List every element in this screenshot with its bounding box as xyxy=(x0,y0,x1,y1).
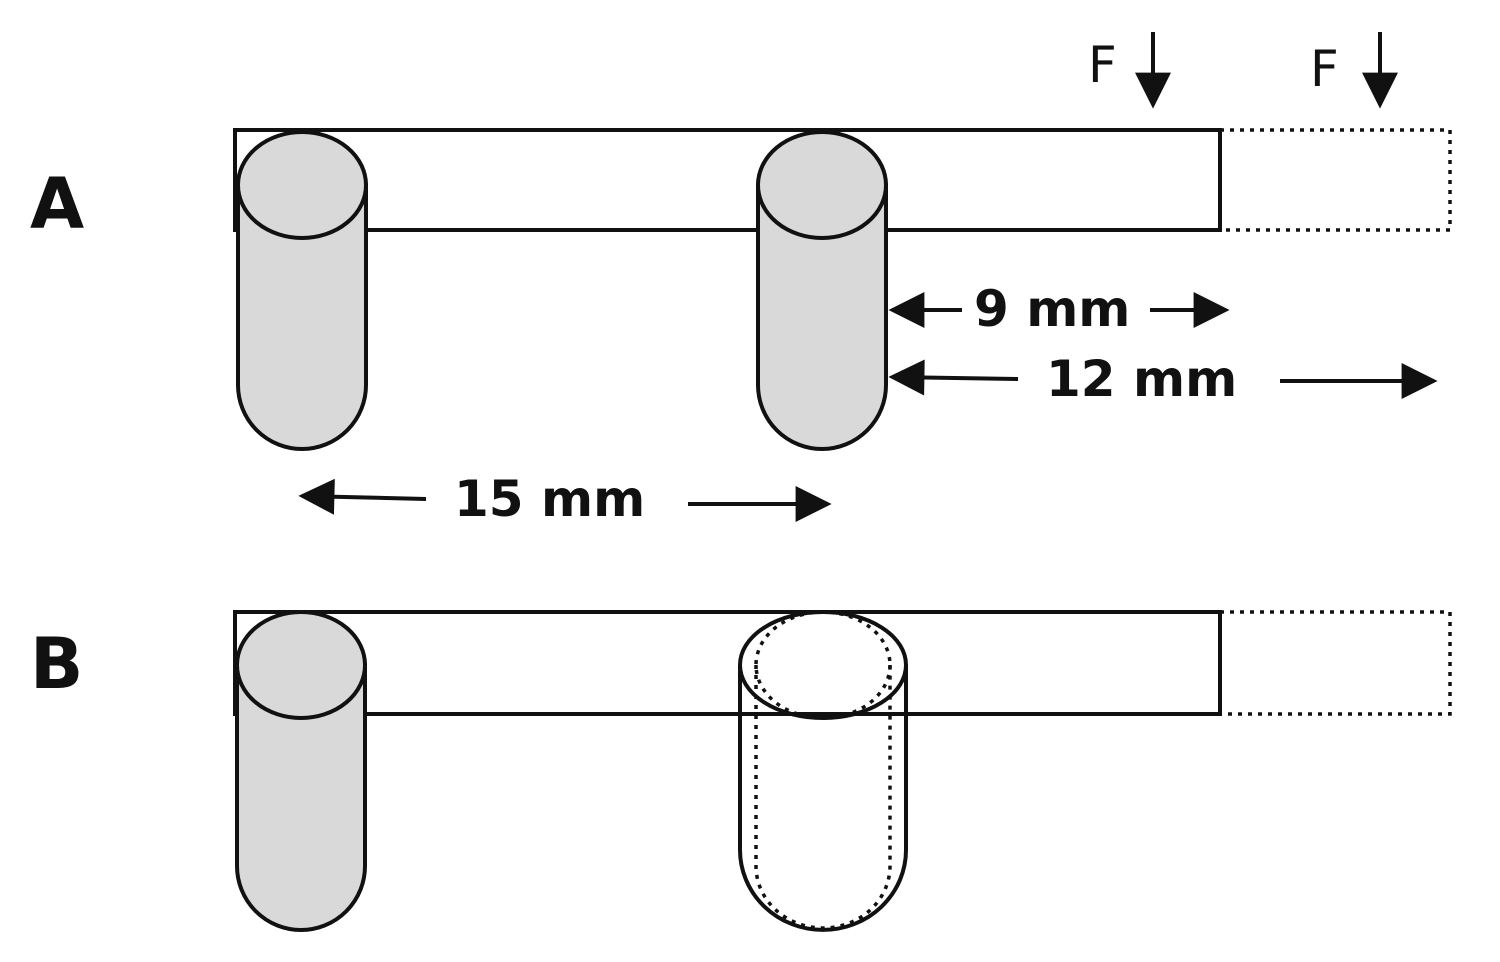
implant-a2 xyxy=(756,130,888,451)
dimension-15mm: 15 mm xyxy=(298,470,832,528)
implant-a1 xyxy=(236,130,368,451)
force-1: F xyxy=(1088,32,1171,109)
bar-b xyxy=(233,610,1222,716)
bar-a-cantilever-extension xyxy=(1220,128,1452,232)
dimension-label-15mm: 15 mm xyxy=(454,470,645,528)
implant-b2-dotted-outline xyxy=(754,665,892,930)
bar-a xyxy=(233,128,1222,232)
dimension-12mm: 12 mm xyxy=(888,350,1438,408)
implant-b1 xyxy=(235,610,367,932)
force-label-1: F xyxy=(1088,36,1117,94)
panel-label-b: B xyxy=(30,623,83,705)
force-2: F xyxy=(1310,32,1398,109)
dimension-label-12mm: 12 mm xyxy=(1046,350,1237,408)
dimension-label-9mm: 9 mm xyxy=(974,280,1130,338)
implant-b2 xyxy=(738,610,908,932)
bar-b-cantilever-extension xyxy=(1220,610,1452,716)
force-label-2: F xyxy=(1310,40,1339,98)
dimension-9mm: 9 mm xyxy=(888,280,1230,338)
panel-label-a: A xyxy=(30,163,84,245)
